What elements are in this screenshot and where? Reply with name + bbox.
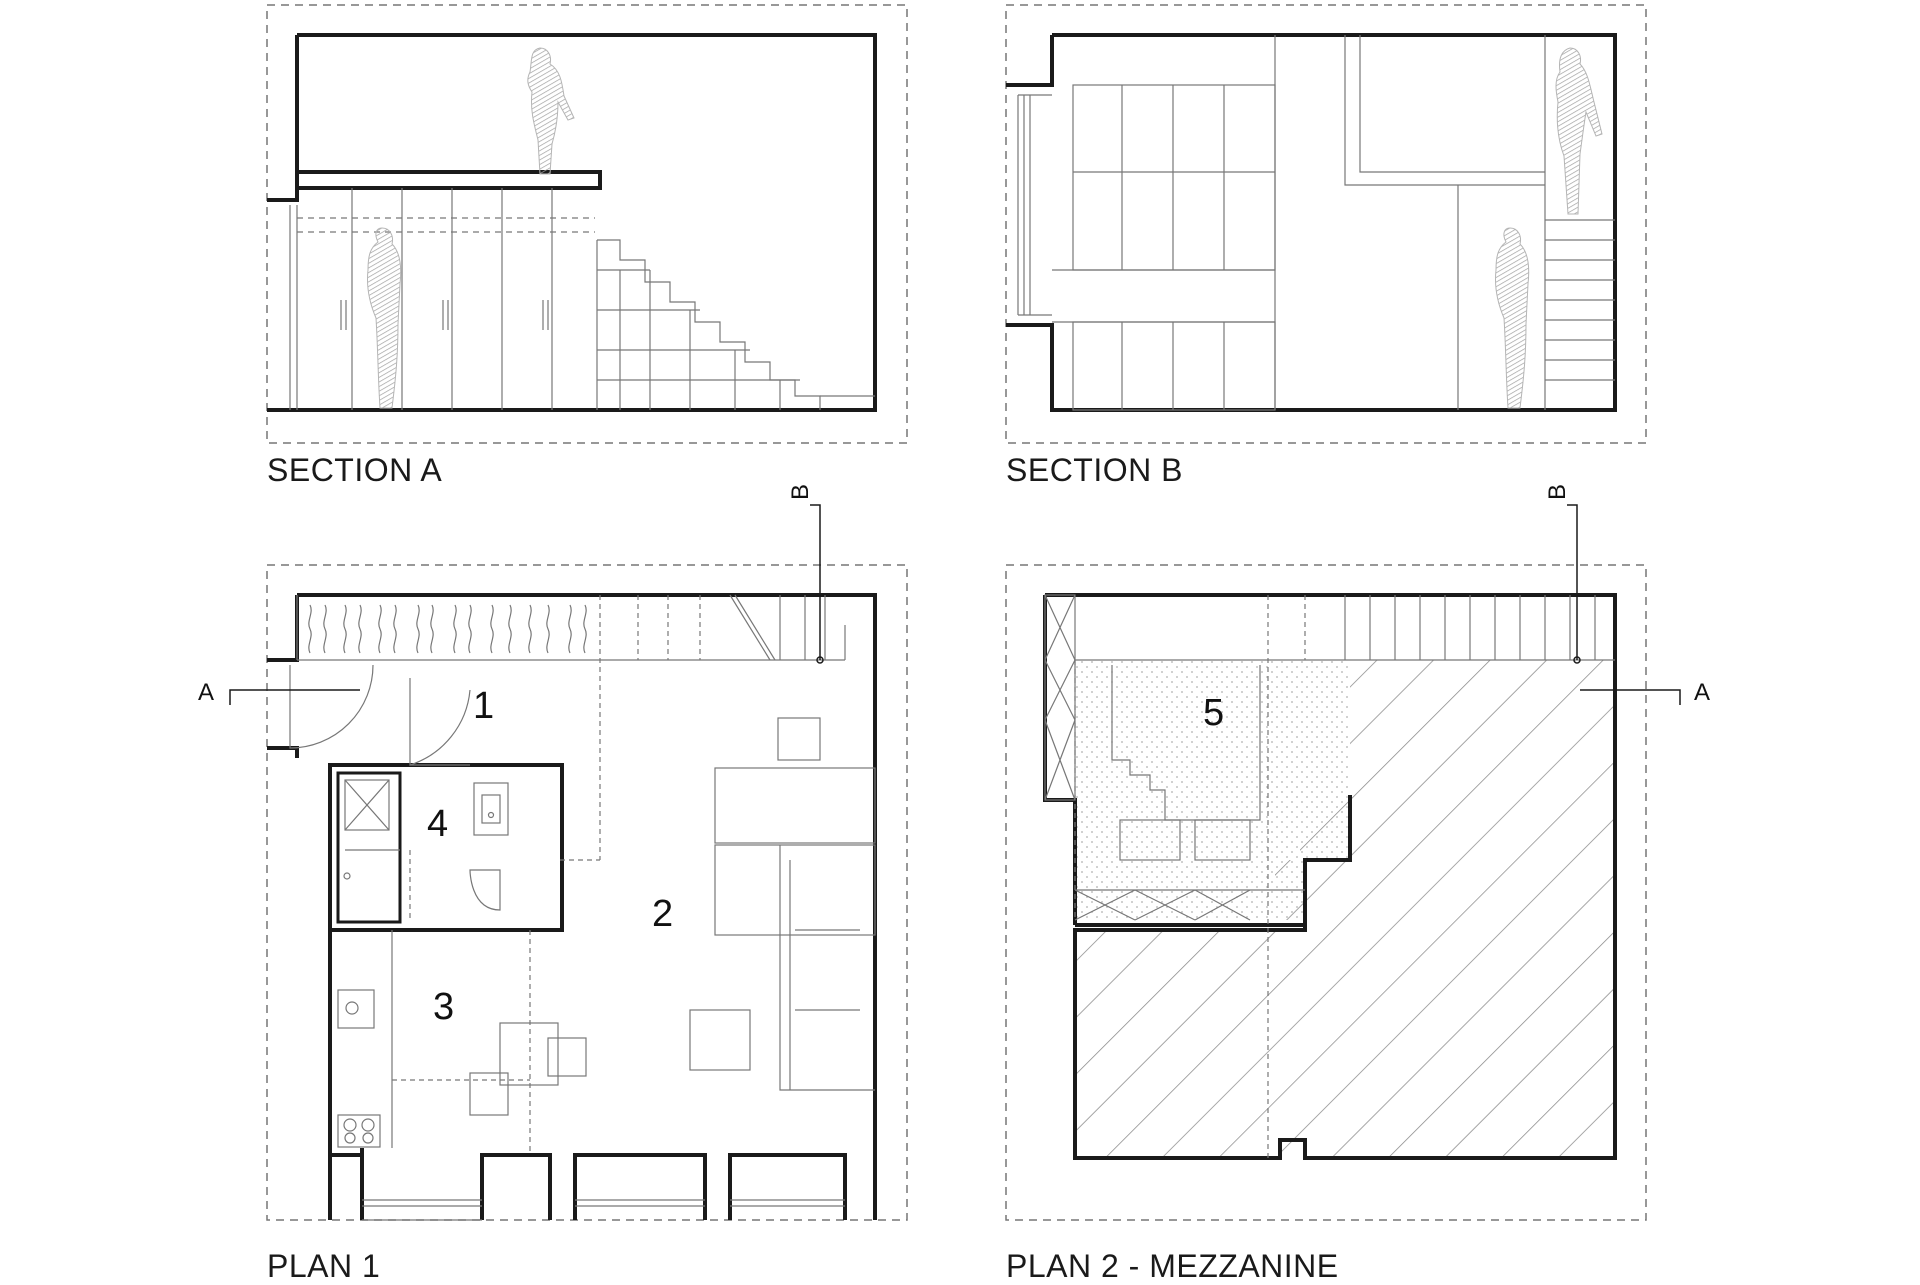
room-number-3: 3 bbox=[433, 986, 454, 1028]
plan-2-title: PLAN 2 - MEZZANINE bbox=[1006, 1248, 1339, 1284]
section-b-drawing bbox=[1005, 4, 1647, 444]
stair-storage-plan bbox=[296, 594, 846, 861]
person-figure-upper bbox=[527, 47, 575, 175]
section-a-drawing bbox=[266, 4, 908, 444]
section-b-outline bbox=[1006, 33, 1617, 412]
mezzanine-details bbox=[1044, 594, 1615, 1158]
bathroom-walls bbox=[328, 763, 564, 932]
room-number-1: 1 bbox=[473, 685, 494, 727]
void-hatch-right bbox=[1275, 660, 1615, 1158]
section-a-title: SECTION A bbox=[267, 452, 443, 488]
plan-1-border bbox=[266, 564, 908, 1221]
room-number-4: 4 bbox=[427, 803, 448, 845]
section-a-outline bbox=[267, 33, 877, 412]
section-a-border bbox=[266, 4, 908, 444]
plan-1-section-markers bbox=[229, 504, 824, 705]
plan-1-title: PLAN 1 bbox=[267, 1248, 381, 1284]
person-figure-mezzanine bbox=[1555, 47, 1603, 215]
plan-2-drawing: B A 5 bbox=[1005, 484, 1710, 1221]
plan-2-border bbox=[1005, 564, 1647, 1221]
kitchen-walls bbox=[328, 930, 364, 1157]
plan-1-marker-a: A bbox=[198, 679, 214, 706]
door-swings bbox=[289, 664, 471, 766]
person-figure-ground bbox=[1495, 227, 1530, 409]
shelving-elevation bbox=[1052, 35, 1615, 411]
plan-1-windows bbox=[362, 1199, 845, 1221]
section-b-title: SECTION B bbox=[1006, 452, 1183, 488]
plan-2-marker-a: A bbox=[1694, 679, 1710, 706]
plan-1-drawing: A B 1 2 3 4 bbox=[198, 484, 908, 1221]
room-number-5: 5 bbox=[1203, 692, 1224, 734]
plan-1-marker-b: B bbox=[787, 484, 814, 500]
room-number-2: 2 bbox=[652, 893, 673, 935]
plan-2-section-markers bbox=[1567, 504, 1681, 705]
mezzanine-floor bbox=[1075, 660, 1350, 920]
section-b-border bbox=[1005, 4, 1647, 444]
wardrobe-elevation bbox=[289, 188, 595, 410]
plan-1-walls bbox=[267, 593, 877, 1220]
living-furniture bbox=[689, 717, 876, 1091]
staircase-elevation bbox=[596, 239, 875, 410]
void-hatch-bottom bbox=[1075, 930, 1305, 1158]
plan-2-marker-b: B bbox=[1544, 484, 1571, 500]
person-figure-lower bbox=[367, 227, 402, 409]
